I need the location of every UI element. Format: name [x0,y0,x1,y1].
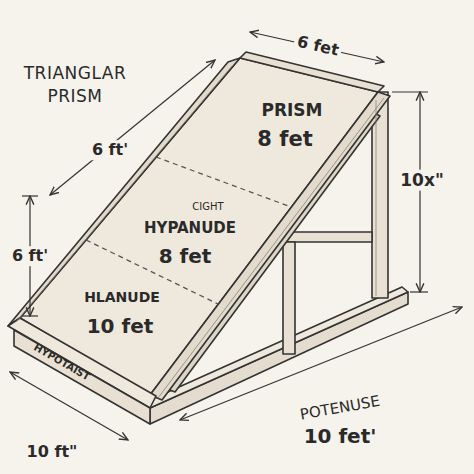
diagram-title: TRIANGLAR PRISM [0,62,150,108]
dimension-label: 6 ft' [89,140,131,160]
section-label: PRISM [258,100,325,121]
dimension-label: 10 fet' [301,424,380,448]
section-label: HYPANUDE [141,219,239,238]
dimension-label: 10 ft" [24,442,81,462]
dimension-label: 10 fet [84,314,157,338]
dimension-label: POTENUSE [296,391,385,424]
dimension-label: 6 fet [292,31,343,61]
section-label: HLANUDE [81,289,163,306]
dimension-label: 8 fet [254,127,315,152]
section-label: CIGHT [189,200,226,213]
dimension-label: 8 fet [156,244,215,268]
dimension-label: 10x" [397,170,446,191]
part-label: HYPOTAIST [29,339,95,385]
dimension-label: 6 ft' [9,246,51,266]
